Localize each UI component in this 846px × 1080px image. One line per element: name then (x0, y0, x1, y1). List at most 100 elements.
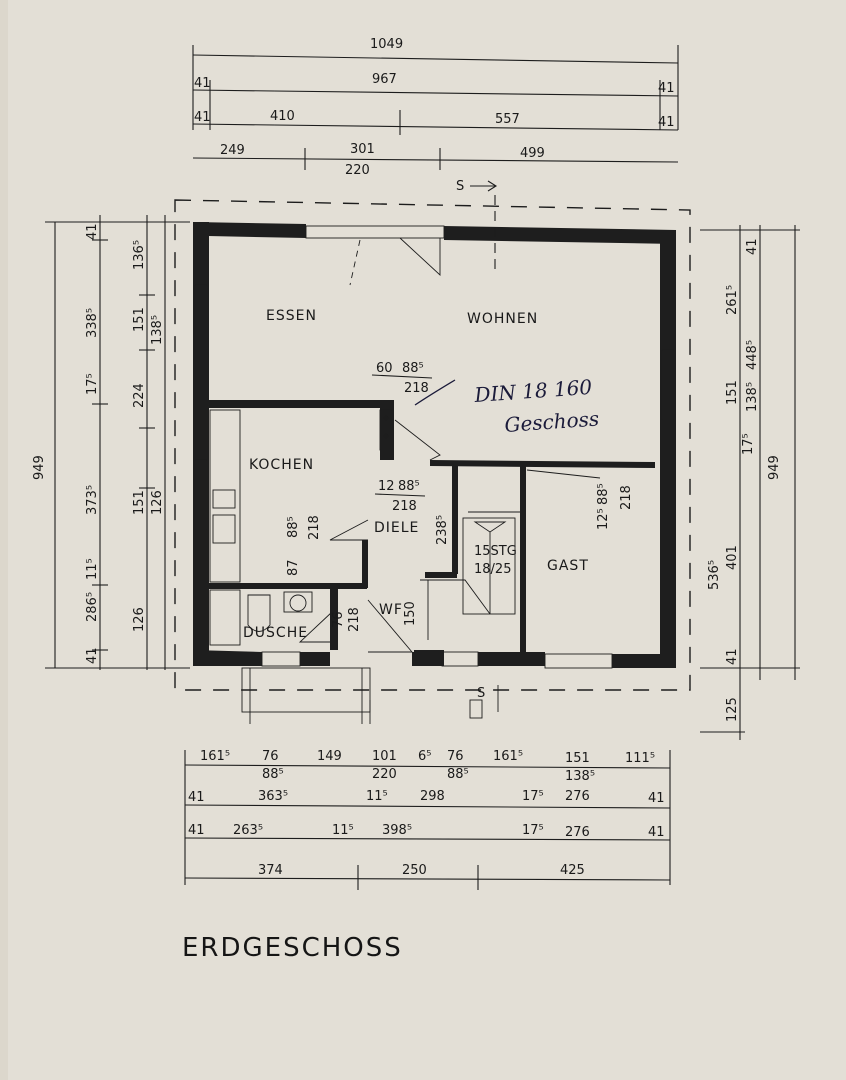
dim-inner-12-b: 12⁵ (596, 508, 611, 530)
dim-bottom-276-a: 276 (565, 789, 590, 804)
dim-inner-218-b: 218 (392, 499, 417, 514)
dim-left-286: 286⁵ (85, 592, 100, 622)
room-essen: ESSEN (266, 308, 317, 324)
dim-top-557: 557 (495, 112, 520, 127)
dim-bottom-138: 138⁵ (565, 769, 595, 784)
dim-top-41-b: 41 (658, 81, 675, 96)
dim-left-138: 138⁵ (150, 315, 165, 345)
dim-top-967: 967 (372, 72, 397, 87)
dim-top-249: 249 (220, 143, 245, 158)
room-wf: WF (379, 602, 403, 618)
dim-top-499: 499 (520, 146, 545, 161)
dim-inner-218-d: 218 (619, 485, 634, 510)
dim-bottom-298: 298 (420, 789, 445, 804)
room-wohnen: WOHNEN (467, 311, 538, 327)
bottom-dimension-chains: 161⁵ 76 149 101 6⁵ 76 161⁵ 151 111⁵ 88⁵ … (184, 749, 671, 890)
dim-inner-218-c: 218 (307, 515, 322, 540)
dim-top-301: 301 (350, 142, 375, 157)
section-mark-bottom: S (477, 686, 485, 701)
dim-right-261: 261⁵ (725, 285, 740, 315)
dim-top-410: 410 (270, 109, 295, 124)
dim-bottom-88-a: 88⁵ (262, 767, 284, 782)
dim-right-17: 17⁵ (741, 433, 756, 455)
stair-label: 15STG 18/25 (474, 544, 517, 577)
dim-right-448: 448⁵ (745, 340, 760, 370)
dim-top-41-c: 41 (194, 110, 211, 125)
dim-inner-88-d: 88⁵ (596, 483, 611, 505)
dim-inner-150: 150 (403, 601, 418, 626)
left-dimension-chains: 949 41 338⁵ 17⁵ 373⁵ 11⁵ 286⁵ 41 136⁵ 15… (32, 215, 190, 670)
dim-left-338: 338⁵ (85, 308, 100, 338)
dim-inner-218-e: 218 (347, 607, 362, 632)
handwritten-note: DIN 18 160 Geschoss (414, 375, 600, 437)
interior-details: S (209, 195, 601, 724)
dim-bottom-17-a: 17⁵ (522, 789, 544, 804)
dim-inner-238: 238⁵ (435, 515, 450, 545)
dim-bottom-11-a: 11⁵ (366, 789, 388, 804)
dim-top-41-d: 41 (658, 115, 675, 130)
dim-left-41-a: 41 (85, 223, 100, 240)
dim-left-151-b: 151 (132, 490, 147, 515)
dim-bottom-41-c: 41 (188, 823, 205, 838)
dim-left-151-a: 151 (132, 307, 147, 332)
dim-inner-87: 87 (286, 559, 301, 576)
dim-bottom-41-d: 41 (648, 825, 665, 840)
roof-outline-dashed (174, 199, 691, 691)
room-gast: GAST (547, 558, 589, 574)
dim-right-41-a: 41 (745, 238, 760, 255)
dim-bottom-111: 111⁵ (625, 751, 655, 766)
dim-left-41-b: 41 (85, 647, 100, 664)
dim-inner-60: 60 (376, 361, 393, 376)
room-diele: DIELE (374, 520, 419, 536)
dim-bottom-6: 6⁵ (418, 749, 431, 764)
room-kochen: KOCHEN (249, 457, 314, 473)
stair-count: 15STG (474, 544, 517, 559)
dim-left-136: 136⁵ (132, 240, 147, 270)
dim-bottom-161-a: 161⁵ (200, 749, 230, 764)
dim-bottom-88-b: 88⁵ (447, 767, 469, 782)
dim-left-11: 11⁵ (85, 558, 100, 580)
dim-top-1049: 1049 (370, 37, 403, 52)
dim-bottom-374: 374 (258, 863, 283, 878)
dim-inner-76: 76 (331, 611, 346, 628)
dim-bottom-263: 263⁵ (233, 823, 263, 838)
dim-left-126-b: 126 (150, 490, 165, 515)
dim-left-126-a: 126 (132, 607, 147, 632)
right-dimension-chains: 261⁵ 151 401 41 125 17⁵ 41 138⁵ 536⁵ 448… (700, 225, 800, 740)
dim-inner-88-c: 88⁵ (286, 516, 301, 538)
dim-left-17: 17⁵ (85, 373, 100, 395)
dim-inner-12: 12 (378, 479, 395, 494)
dim-inner-88-a: 88⁵ (402, 361, 424, 376)
dim-top-41-a: 41 (194, 76, 211, 91)
section-mark-top: S (456, 179, 464, 194)
dim-left-949: 949 (32, 455, 47, 480)
inner-dimensions: 60 88⁵ 218 12 88⁵ 218 88⁵ 218 87 238⁵ 15… (286, 361, 634, 632)
dim-bottom-76-b: 76 (447, 749, 464, 764)
dim-bottom-151: 151 (565, 751, 590, 766)
room-dusche: DUSCHE (243, 625, 308, 641)
dim-right-949: 949 (767, 455, 782, 480)
building-walls (193, 222, 676, 669)
dim-bottom-41-b: 41 (648, 791, 665, 806)
dim-inner-88-b: 88⁵ (398, 479, 420, 494)
dim-left-373: 373⁵ (85, 485, 100, 515)
dim-bottom-425: 425 (560, 863, 585, 878)
room-labels: ESSEN WOHNEN KOCHEN DIELE GAST DUSCHE WF (243, 308, 589, 641)
dim-bottom-149: 149 (317, 749, 342, 764)
dim-inner-218-a: 218 (404, 381, 429, 396)
dim-bottom-76-a: 76 (262, 749, 279, 764)
dim-right-151: 151 (725, 380, 740, 405)
dim-bottom-363: 363⁵ (258, 789, 288, 804)
dim-right-401: 401 (725, 545, 740, 570)
drawing-title: ERDGESCHOSS (182, 933, 403, 963)
dim-right-536: 536⁵ (707, 560, 722, 590)
dim-bottom-11-b: 11⁵ (332, 823, 354, 838)
dim-bottom-276-b: 276 (565, 825, 590, 840)
dim-bottom-220: 220 (372, 767, 397, 782)
dim-bottom-250: 250 (402, 863, 427, 878)
dim-bottom-101: 101 (372, 749, 397, 764)
dim-bottom-17-b: 17⁵ (522, 823, 544, 838)
stair-rise: 18/25 (474, 562, 511, 577)
